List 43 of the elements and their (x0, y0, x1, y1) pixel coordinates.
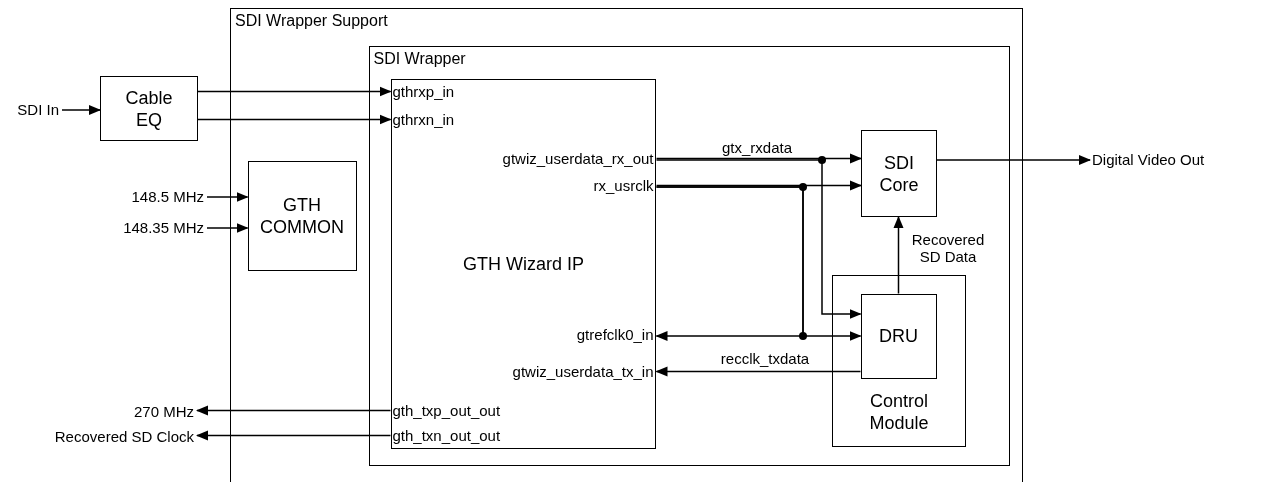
port-label: gth_txn_out_out (390, 425, 501, 446)
port-label: gtrefclk0_in (576, 324, 657, 345)
container-title: SDI Wrapper (373, 49, 466, 68)
signal-label: 148.5 MHz (131, 187, 207, 207)
port-label: gthrxp_in (390, 81, 455, 102)
arrow (893, 216, 904, 295)
arrow (655, 186, 862, 341)
signal-label: 270 MHz (133, 402, 197, 422)
arrow (196, 430, 392, 441)
block-label: GTH Wizard IP (463, 253, 584, 275)
arrow (206, 192, 249, 202)
container-title: SDI Wrapper Support (235, 12, 388, 30)
arrow (936, 155, 1091, 165)
port-label: gth_txp_out_out (390, 400, 501, 421)
block-label: Cable EQ (124, 86, 174, 131)
arrow (196, 405, 392, 416)
arrow (655, 366, 862, 377)
signal-label: SDI In (17, 100, 62, 120)
block-box (100, 76, 198, 141)
arrow (197, 86, 392, 97)
port-label: gthrxn_in (390, 109, 455, 130)
arrow (61, 105, 101, 115)
signal-label: Recovered SD Clock (54, 427, 197, 447)
arrow (206, 223, 249, 233)
block-label: GTH COMMON (259, 193, 345, 238)
container-box (391, 79, 656, 449)
signal-label: Digital Video Out (1090, 150, 1205, 170)
port-label: gtwiz_userdata_rx_out (502, 148, 657, 169)
port-label: rx_usrclk (593, 175, 657, 196)
arrow (655, 180, 862, 191)
container-box (832, 275, 966, 447)
block-box (861, 130, 937, 217)
block-label: Control Module (868, 390, 930, 434)
arrow (197, 114, 392, 125)
port-label: gtwiz_userdata_tx_in (512, 361, 657, 382)
signal-label: 148.35 MHz (123, 218, 207, 238)
container-box (368, 45, 1010, 466)
arrow (655, 159, 862, 319)
block-label: DRU (879, 325, 918, 347)
block-box (247, 160, 357, 271)
block-box (860, 293, 937, 379)
block-label: SDI Core (878, 151, 920, 196)
arrow (655, 153, 862, 164)
